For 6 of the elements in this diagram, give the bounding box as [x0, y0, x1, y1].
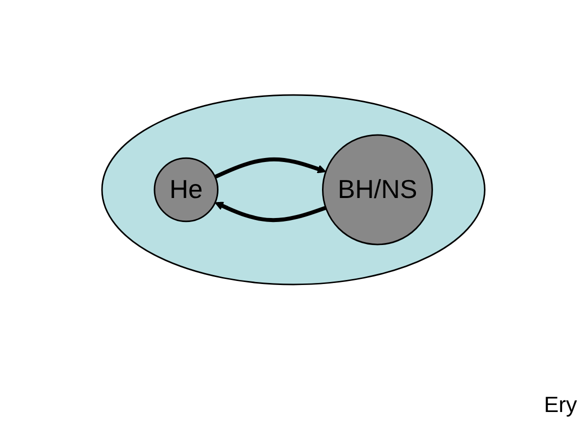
note-text: Ery [544, 392, 577, 417]
node-circle: He [154, 158, 219, 222]
arrow [214, 202, 327, 222]
node-circle: BH/NS [322, 134, 434, 246]
cluster [101, 94, 486, 286]
arrow [214, 158, 326, 179]
